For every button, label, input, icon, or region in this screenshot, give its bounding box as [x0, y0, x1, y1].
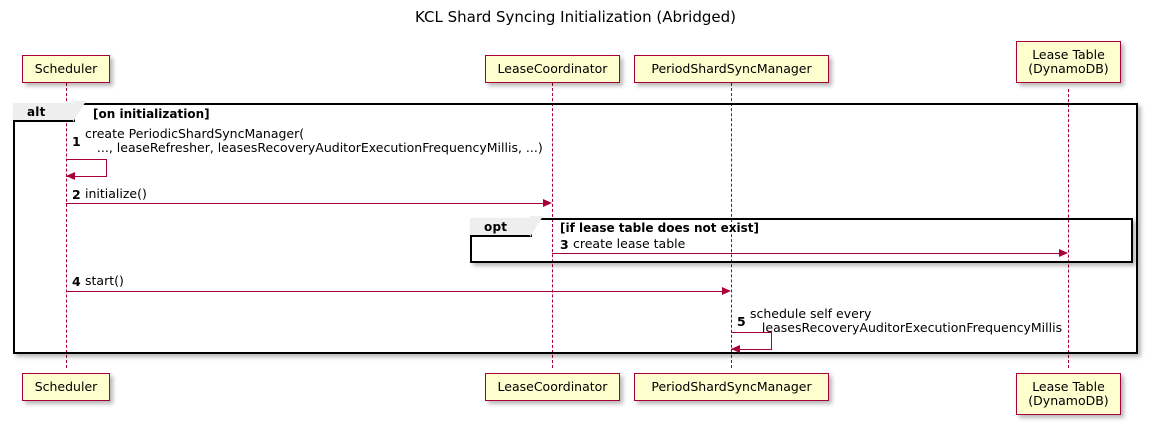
message-3-label: create lease table [573, 236, 686, 251]
message-2-line [66, 203, 544, 204]
participant-lease-coordinator-top-label: LeaseCoordinator [497, 61, 608, 76]
participant-lease-table-top[interactable]: Lease Table (DynamoDB) [1016, 41, 1121, 83]
message-4-line [66, 291, 723, 292]
fragment-alt-keyword: alt [27, 104, 46, 119]
fragment-opt-tab: opt [470, 216, 543, 237]
participant-lease-table-top-label-line1: Lease Table [1032, 47, 1105, 62]
message-5-number: 5 [737, 314, 746, 329]
message-1-number: 1 [72, 134, 81, 149]
message-5-label-line2: leasesRecoveryAuditorExecutionFrequencyM… [750, 320, 1063, 335]
message-3-number: 3 [560, 237, 569, 252]
participant-lease-table-bottom-label-line1: Lease Table [1032, 379, 1105, 394]
message-4-label: start() [85, 273, 124, 288]
fragment-alt: alt [13, 101, 1138, 354]
message-5-label-line1: schedule self every [750, 306, 872, 321]
fragment-opt: opt [470, 216, 1133, 263]
participant-lease-coordinator-top[interactable]: LeaseCoordinator [485, 55, 620, 83]
lifeline-lease-coordinator [552, 83, 553, 368]
message-1-label-line1: create PeriodicShardSyncManager( [85, 126, 305, 141]
fragment-alt-tab: alt [13, 101, 86, 122]
participant-scheduler-bottom-label: Scheduler [34, 379, 98, 394]
participant-period-shard-sync-manager-top[interactable]: PeriodShardSyncManager [634, 55, 829, 83]
message-2-label: initialize() [85, 186, 147, 201]
participant-period-shard-sync-manager-bottom[interactable]: PeriodShardSyncManager [634, 373, 829, 401]
message-3-arrowhead [1059, 249, 1068, 257]
participant-lease-table-top-label-line2: (DynamoDB) [1028, 61, 1109, 76]
fragment-opt-guard: [if lease table does not exist] [560, 221, 760, 235]
participant-period-shard-sync-manager-bottom-label: PeriodShardSyncManager [651, 379, 812, 394]
message-2-arrowhead [543, 199, 552, 207]
participant-lease-coordinator-bottom-label: LeaseCoordinator [497, 379, 608, 394]
participant-lease-coordinator-bottom[interactable]: LeaseCoordinator [485, 373, 620, 401]
lifeline-scheduler [66, 83, 67, 368]
message-1-self-loop [66, 159, 107, 177]
participant-scheduler-top-label: Scheduler [34, 61, 98, 76]
message-4-number: 4 [72, 274, 81, 289]
fragment-alt-guard: [on initialization] [93, 107, 210, 121]
message-1-arrowhead [66, 172, 75, 180]
participant-scheduler-bottom[interactable]: Scheduler [22, 373, 110, 401]
diagram-title: KCL Shard Syncing Initialization (Abridg… [415, 8, 736, 26]
fragment-opt-keyword: opt [484, 219, 508, 234]
participant-scheduler-top[interactable]: Scheduler [22, 55, 110, 83]
participant-lease-table-bottom[interactable]: Lease Table (DynamoDB) [1016, 373, 1121, 415]
lifeline-period-shard-sync-manager [731, 83, 732, 368]
message-5-self-loop [731, 332, 772, 350]
participant-period-shard-sync-manager-top-label: PeriodShardSyncManager [651, 61, 812, 76]
lifeline-lease-table [1068, 89, 1069, 368]
message-5-arrowhead [731, 345, 740, 353]
participant-lease-table-bottom-label-line2: (DynamoDB) [1028, 393, 1109, 408]
message-3-line [552, 253, 1059, 254]
message-4-arrowhead [722, 287, 731, 295]
message-2-number: 2 [72, 187, 81, 202]
message-1-label-line2: ..., leaseRefresher, leasesRecoveryAudit… [85, 140, 543, 155]
